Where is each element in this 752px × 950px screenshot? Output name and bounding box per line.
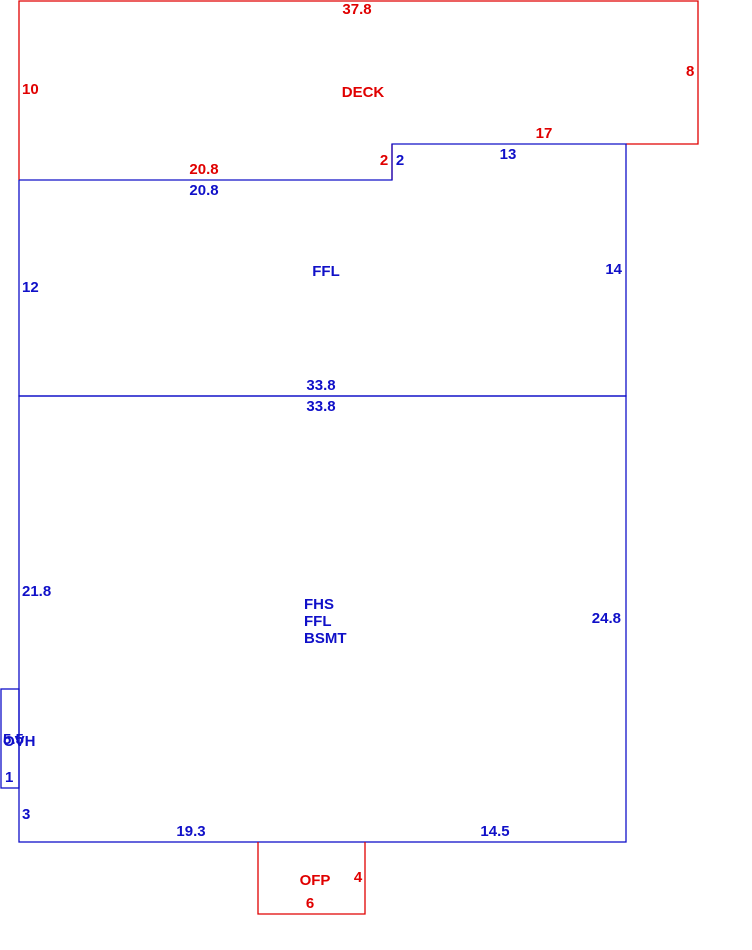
ovh-width-dimension: 1 (5, 769, 13, 786)
main-area-label-line-2: FFL (304, 613, 332, 630)
deck-right-dimension: 8 (686, 63, 694, 80)
main-top-dimension: 33.8 (306, 398, 335, 415)
ovh-outline (0, 688, 20, 789)
deck-bottom-right-dimension: 17 (536, 125, 553, 142)
ffl-left-dimension: 12 (22, 279, 39, 296)
ofp-area-label: OFP (300, 872, 331, 889)
main-bottom-right-dimension: 14.5 (480, 823, 509, 840)
ffl-right-dimension: 14 (605, 261, 622, 278)
ffl-step-dimension: 2 (396, 152, 404, 169)
ffl-top-left-dimension: 20.8 (189, 182, 218, 199)
ffl-bottom-dimension: 33.8 (306, 377, 335, 394)
main-left-lower-dimension: 3 (22, 806, 30, 823)
deck-left-dimension: 10 (22, 81, 39, 98)
deck-area-label: DECK (342, 84, 385, 101)
ofp-outline (257, 842, 366, 915)
main-section-outline (18, 395, 627, 843)
deck-top-dimension: 37.8 (342, 1, 371, 18)
main-area-label-line-1: FHS (304, 596, 334, 613)
ovh-side-dimension: 5.5 (3, 731, 24, 748)
ofp-bottom-dimension: 6 (306, 895, 314, 912)
ffl-top-right-dimension: 13 (500, 146, 517, 163)
main-left-dimension: 21.8 (22, 583, 51, 600)
ffl-area-label: FFL (312, 263, 340, 280)
deck-step-dimension: 2 (380, 152, 388, 169)
main-bottom-left-dimension: 19.3 (176, 823, 205, 840)
main-area-label-line-3: BSMT (304, 630, 347, 647)
ofp-side-dimension: 4 (354, 869, 363, 886)
ovh-area-label: OVH (3, 733, 36, 750)
deck-outline (18, 0, 699, 180)
deck-bottom-left-dimension: 20.8 (189, 161, 218, 178)
main-right-dimension: 24.8 (592, 610, 621, 627)
